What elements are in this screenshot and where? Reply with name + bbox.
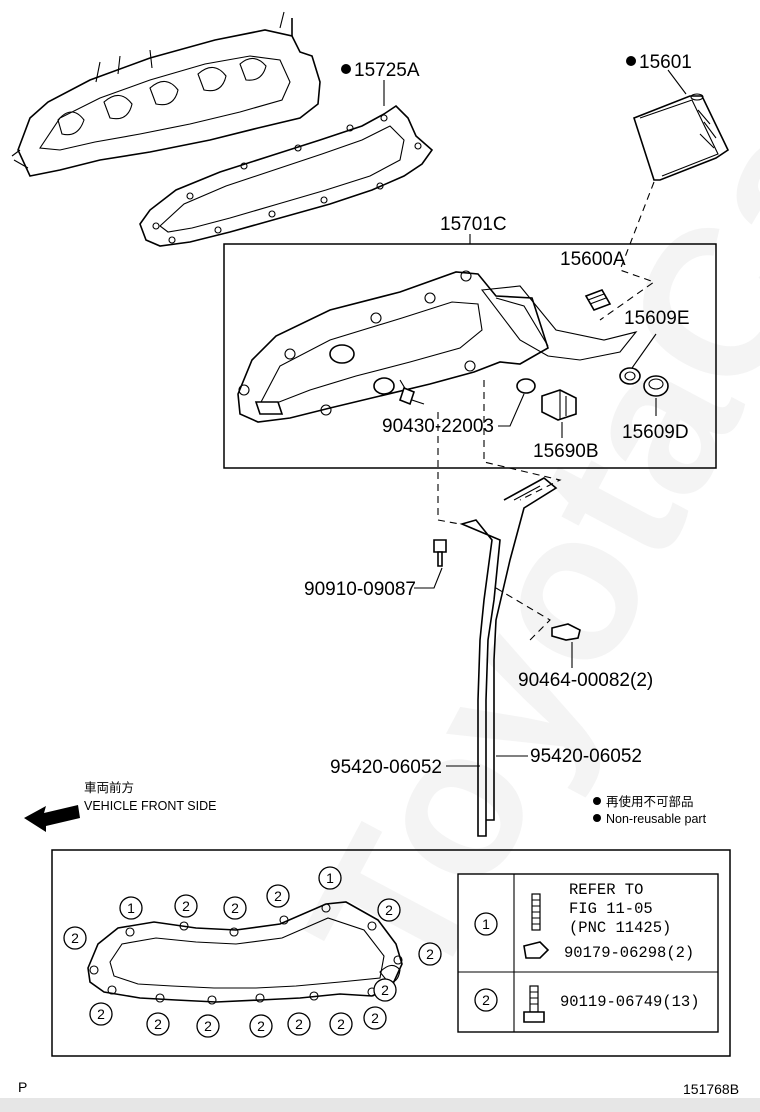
callout-bubble: 2 (196, 1014, 220, 1038)
plug-15609D (643, 375, 669, 397)
row-1-line-3: (PNC 11425) (569, 919, 671, 937)
gasket-15609E (619, 367, 641, 385)
svg-text:2: 2 (71, 930, 79, 946)
row-1-line-2: FIG 11-05 (569, 900, 653, 918)
svg-text:2: 2 (337, 1016, 345, 1032)
legend-jp: 再使用不可部品 (606, 794, 694, 809)
svg-text:2: 2 (231, 900, 239, 916)
assembly-box-15701C (223, 243, 717, 469)
callout-bubble: 1 (119, 896, 143, 920)
callout-bubble: 2 (377, 898, 401, 922)
callout-bubble: 2 (223, 896, 247, 920)
oil-cooler-gasket-bottom (87, 901, 403, 1005)
bolt-reference-table: 1 REFER TO FIG 11-05 (PNC 11425) 90179-0… (457, 873, 719, 1033)
valve-15690B (541, 389, 577, 421)
gasket-detail-box (51, 849, 731, 1057)
leader-15601-dashed (599, 181, 656, 321)
callout-bubble: 2 (363, 1006, 387, 1030)
svg-text:2: 2 (274, 888, 282, 904)
row-1-line-1: REFER TO (569, 881, 643, 899)
engine-block-drawing (11, 11, 321, 177)
label-15609E: 15609E (624, 308, 690, 329)
water-hose-tubes (459, 477, 558, 837)
label-95420-06052-left: 95420-06052 (330, 757, 442, 778)
footer-left: P (18, 1079, 27, 1095)
table-row-2: 2 90119-06749(13) (474, 985, 700, 1023)
label-15701C: 15701C (440, 214, 507, 235)
label-15725A: 15725A (341, 60, 420, 106)
callout-bubble: 2 (89, 1002, 113, 1026)
direction-jp: 車両前方 (84, 780, 134, 795)
svg-text:2: 2 (295, 1016, 303, 1032)
oil-cooler-housing (237, 270, 638, 423)
non-reusable-marker (341, 64, 351, 74)
svg-text:1: 1 (326, 870, 334, 886)
flange-bolt-icon (523, 985, 545, 1023)
callout-bubble: 2 (373, 978, 397, 1002)
svg-text:2: 2 (182, 898, 190, 914)
watermark-text: ToyotaCarParts (262, 0, 760, 1021)
svg-text:2: 2 (154, 1016, 162, 1032)
table-row-1: 1 REFER TO FIG 11-05 (PNC 11425) 90179-0… (474, 881, 694, 962)
legend-marker-1 (593, 797, 601, 805)
svg-text:1: 1 (127, 900, 135, 916)
svg-text:2: 2 (97, 1006, 105, 1022)
clip-90464 (551, 623, 581, 641)
leader-clip-dashed (495, 587, 551, 641)
label-15609D: 15609D (622, 422, 689, 443)
svg-text:2: 2 (257, 1018, 265, 1034)
bolt-90910 (433, 539, 447, 567)
gasket-callouts: 1 2 2 2 1 2 2 2 2 2 2 2 2 2 2 2 (63, 866, 442, 1038)
svg-text:2: 2 (204, 1018, 212, 1034)
gasket-90430 (516, 378, 536, 394)
legend-en: Non-reusable part (606, 812, 707, 826)
callout-bubble: 2 (266, 884, 290, 908)
oil-filter-element (633, 93, 730, 181)
label-90464-00082: 90464-00082(2) (518, 670, 653, 691)
label-15690B: 15690B (533, 441, 599, 462)
callout-bubble: 2 (249, 1014, 273, 1038)
union-15600A (584, 289, 612, 311)
nut-icon (523, 941, 550, 959)
svg-text:2: 2 (371, 1010, 379, 1026)
row-2-key: 2 (482, 992, 490, 1008)
non-reusable-marker (626, 56, 636, 66)
callout-bubble: 2 (329, 1012, 353, 1036)
label-90910-09087: 90910-09087 (304, 579, 416, 600)
footer-strip (0, 1098, 760, 1112)
callout-bubble: 2 (418, 942, 442, 966)
svg-text:15601: 15601 (639, 52, 692, 73)
label-15601: 15601 (626, 52, 692, 95)
callout-bubble: 1 (318, 866, 342, 890)
leader-dashed-top (437, 412, 461, 525)
row-1-key: 1 (482, 916, 490, 932)
footer-right: 151768B (683, 1081, 739, 1097)
legend-marker-2 (593, 814, 601, 822)
callout-bubble: 2 (63, 926, 87, 950)
svg-text:2: 2 (426, 946, 434, 962)
callout-bubble: 2 (287, 1012, 311, 1036)
svg-text:2: 2 (385, 902, 393, 918)
svg-text:15725A: 15725A (354, 60, 420, 81)
callout-bubble: 2 (146, 1012, 170, 1036)
vehicle-front-arrow (24, 805, 80, 832)
callout-bubble: 2 (174, 894, 198, 918)
direction-en: VEHICLE FRONT SIDE (84, 799, 216, 813)
label-15600A: 15600A (560, 249, 626, 270)
row-2-part: 90119-06749(13) (560, 993, 700, 1011)
oil-cooler-gasket-top (139, 104, 434, 247)
leader-dashed-right (483, 380, 562, 501)
watermark: ToyotaCarParts (262, 0, 760, 1021)
svg-text:2: 2 (381, 982, 389, 998)
row-1-part: 90179-06298(2) (564, 944, 694, 962)
label-95420-06052-right: 95420-06052 (530, 746, 642, 767)
stud-bolt-icon (531, 893, 541, 931)
